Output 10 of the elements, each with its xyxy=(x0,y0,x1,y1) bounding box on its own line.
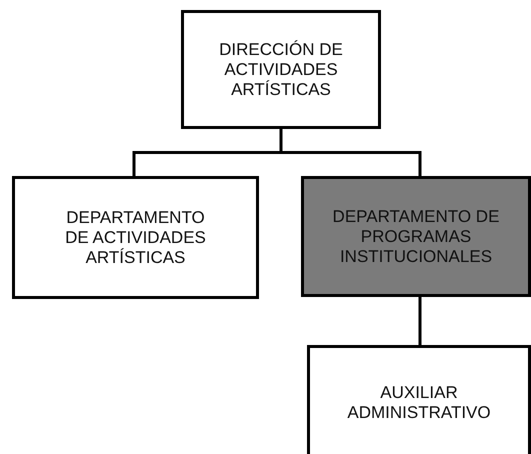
connector-line xyxy=(418,297,422,345)
box-label: DIRECCIÓN DE ACTIVIDADES ARTÍSTICAS xyxy=(218,40,344,100)
org-box xyxy=(12,176,259,299)
org-box xyxy=(301,176,531,297)
connector-line xyxy=(280,129,422,176)
box-label: AUXILIAR ADMINISTRATIVO xyxy=(346,382,492,422)
box-label: DEPARTAMENTO DE ACTIVIDADES ARTÍSTICAS xyxy=(64,208,207,268)
org-box xyxy=(307,345,531,454)
box-label: DEPARTAMENTO DE PROGRAMAS INSTITUCIONALES xyxy=(332,206,500,266)
org-box xyxy=(181,10,381,129)
